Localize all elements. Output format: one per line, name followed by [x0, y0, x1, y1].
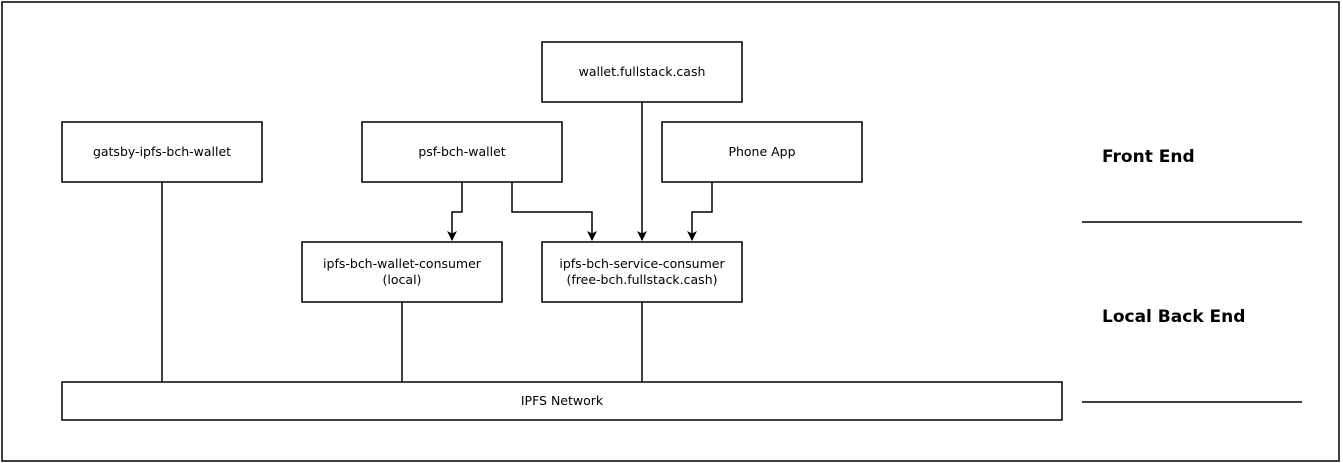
- node-gatsby-ipfs-bch-wallet: gatsby-ipfs-bch-wallet: [61, 121, 263, 183]
- node-label-line2: (free-bch.fullstack.cash): [566, 272, 717, 287]
- node-label: IPFS Network: [521, 393, 604, 408]
- layer-label-local-back-end: Local Back End: [1102, 307, 1245, 327]
- node-label-line1: ipfs-bch-service-consumer: [559, 256, 725, 271]
- node-wallet-fullstack-cash: wallet.fullstack.cash: [541, 41, 743, 103]
- node-label: Phone App: [728, 144, 795, 159]
- node-label-line2: (local): [383, 272, 422, 287]
- node-ipfs-bch-service-consumer: ipfs-bch-service-consumer (free-bch.full…: [541, 241, 743, 303]
- node-psf-bch-wallet: psf-bch-wallet: [361, 121, 563, 183]
- connectors: [161, 102, 713, 382]
- node-label: gatsby-ipfs-bch-wallet: [93, 144, 231, 159]
- edge-psf-wallet-to-service-consumer: [511, 182, 597, 241]
- edge-phone-app-to-service-consumer: [687, 182, 713, 241]
- node-ipfs-network: IPFS Network: [61, 381, 1063, 421]
- node-ipfs-bch-wallet-consumer: ipfs-bch-wallet-consumer (local): [301, 241, 503, 303]
- node-label: wallet.fullstack.cash: [579, 64, 706, 79]
- layer-label-front-end: Front End: [1102, 147, 1195, 167]
- node-label-line1: ipfs-bch-wallet-consumer: [323, 256, 482, 271]
- node-label: psf-bch-wallet: [418, 144, 505, 159]
- edge-psf-wallet-to-wallet-consumer: [447, 182, 463, 241]
- node-phone-app: Phone App: [661, 121, 863, 183]
